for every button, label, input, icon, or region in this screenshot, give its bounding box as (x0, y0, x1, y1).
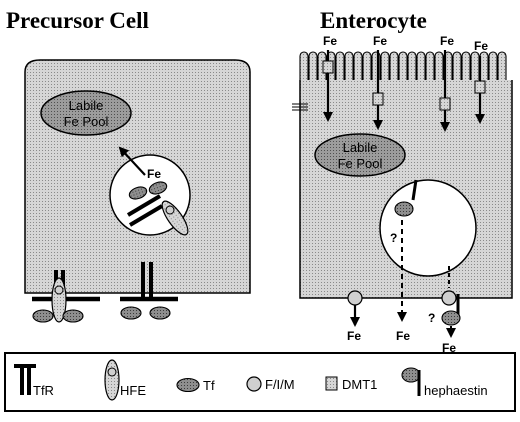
enterocyte-cell: Fe Fe Fe Fe Labile Fe Pool ? Fe Fe (292, 34, 513, 355)
ferroportin-2 (441, 290, 457, 306)
microvillus (479, 51, 489, 80)
microvillus (308, 51, 318, 80)
transferrin-right-1 (120, 306, 142, 320)
legend-hfe-label: HFE (120, 383, 146, 398)
hephaestin-head-endosome (394, 201, 414, 217)
legend-fim: F/I/M (246, 376, 295, 392)
microvillus (488, 51, 498, 80)
legend-hephaestin: hephaestin (401, 367, 488, 398)
tight-junctions (292, 103, 308, 111)
fe-apical-2: Fe (373, 34, 387, 48)
legend-tf: Tf (176, 377, 215, 393)
tfr-endosome-bar-2 (128, 204, 164, 227)
hfe-endosome-head (165, 205, 175, 215)
fe-apical-4: Fe (474, 39, 488, 53)
hfe-membrane-head (54, 285, 64, 295)
fe-export-3: Fe (442, 341, 456, 355)
precursor-cell-title: Precursor Cell (6, 8, 149, 33)
dmt1-apical-1 (322, 60, 334, 74)
microvillus (398, 51, 408, 80)
hephaestin-stem-endosome (411, 179, 418, 201)
microvillus (362, 51, 372, 80)
microvillus (461, 51, 471, 80)
microvilli (299, 51, 507, 80)
labile-pool-precursor (40, 90, 132, 136)
labile-pool-enterocyte-line1: Labile (343, 140, 378, 155)
dmt1-apical-2 (372, 92, 384, 106)
transferrin-left-1 (32, 309, 54, 323)
legend-dmt1-label: DMT1 (342, 377, 377, 392)
enterocyte-title: Enterocyte (320, 8, 427, 33)
microvillus (425, 51, 435, 80)
dmt1-apical-4 (474, 80, 486, 94)
tfr-endosome-bar (126, 194, 162, 217)
microvillus (389, 51, 399, 80)
ferroportin-1 (347, 290, 363, 306)
legend-tfr: TfR (14, 364, 54, 398)
microvillus (470, 51, 480, 80)
labile-pool-enterocyte-line2: Fe Pool (338, 156, 383, 171)
legend-tf-label: Tf (203, 378, 215, 393)
question-basolateral: ? (428, 311, 435, 325)
legend-dmt1: DMT1 (325, 376, 377, 392)
fe-apical-3: Fe (440, 34, 454, 48)
endosome-enterocyte (379, 179, 477, 277)
fe-export-1: Fe (347, 329, 361, 343)
fe-label-endosome: Fe (147, 167, 161, 181)
transferrin-endosome-2 (148, 181, 168, 195)
fe-apical-1: Fe (323, 34, 337, 48)
legend-hephaestin-label: hephaestin (424, 383, 488, 398)
question-endosome: ? (390, 231, 397, 245)
transferrin-right-2 (149, 306, 171, 320)
fe-export-2: Fe (396, 329, 410, 343)
legend-tfr-label: TfR (33, 383, 54, 398)
apical-dmt1-group: Fe Fe Fe Fe (322, 34, 488, 132)
hephaestin-head-basolateral (441, 310, 461, 326)
microvillus (452, 51, 462, 80)
legend: TfR HFE Tf F/I/M DMT1 hephaestin (4, 352, 516, 412)
transferrin-left-2 (62, 309, 84, 323)
microvillus (353, 51, 363, 80)
microvillus (299, 51, 309, 80)
microvillus (335, 51, 345, 80)
membrane-complex-hfe (32, 270, 100, 323)
microvillus (407, 51, 417, 80)
labile-pool-label-line1: Labile (69, 98, 104, 113)
microvillus (497, 51, 507, 80)
microvillus (344, 51, 354, 80)
legend-fim-label: F/I/M (265, 377, 295, 392)
precursor-cell: Labile Fe Pool Fe (24, 59, 251, 323)
membrane-complex-tfr (120, 262, 178, 320)
microvillus (434, 51, 444, 80)
transferrin-endosome-1 (128, 186, 148, 200)
labile-pool-enterocyte (314, 133, 406, 177)
dmt1-apical-3 (439, 97, 451, 111)
fe-release-arrow (118, 146, 146, 176)
labile-pool-label-line2: Fe Pool (64, 114, 109, 129)
microvillus (380, 51, 390, 80)
legend-hfe: HFE (104, 359, 146, 401)
microvillus (416, 51, 426, 80)
